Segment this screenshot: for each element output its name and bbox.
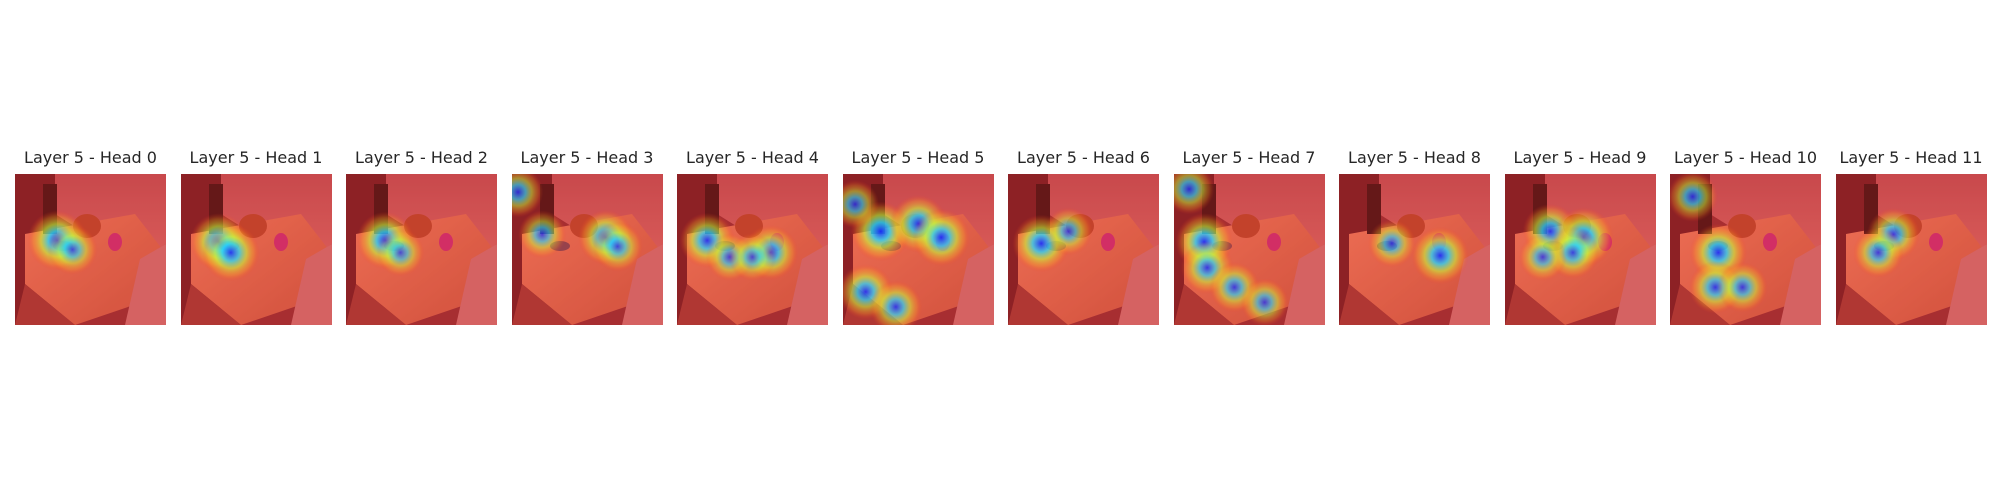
panel-title: Layer 5 - Head 8 [1348,148,1481,167]
attention-heatmap-overlay [15,174,166,325]
attention-heatmap-overlay [842,174,994,325]
table-front [677,284,737,325]
attention-heatmap-overlay [1339,174,1490,325]
cup [439,233,453,251]
panel-title: Layer 5 - Head 11 [1839,148,1983,167]
attention-hotspot [1367,219,1416,268]
table-front [1173,284,1234,325]
cup [1763,233,1777,251]
attention-hotspot [1852,227,1903,278]
panel-title: Layer 5 - Head 2 [355,148,488,167]
panel-title: Layer 5 - Head 10 [1673,148,1818,167]
attention-heatmap-overlay [511,174,663,325]
attention-hotspot [1240,278,1289,325]
panel-title: Layer 5 - Head 6 [1017,148,1150,167]
attention-hotspot [911,208,970,267]
cabinet [1614,244,1656,325]
attention-hotspot [1044,207,1093,256]
pot [1231,214,1260,238]
cabinet [787,244,828,325]
attention-hotspot [511,174,543,218]
robot-arm [1367,184,1381,234]
table-front [1835,284,1896,325]
panel-title: Layer 5 - Head 5 [851,148,985,167]
table-front [1008,284,1068,325]
attention-hotspot [517,210,566,259]
cabinet [1945,244,1987,325]
table-front [15,284,75,325]
attention-hotspot [201,223,260,282]
cabinet [125,244,166,325]
attention-heatmap-overlay [1670,174,1821,325]
attention-hotspot [1518,233,1567,282]
table-front [180,284,241,325]
attention-hotspot [1717,262,1768,313]
panel-title: Layer 5 - Head 4 [686,148,819,167]
table-front [1339,284,1399,325]
attention-heatmap-overlay [1173,174,1325,325]
cabinet [1780,244,1821,325]
panel-title: Layer 5 - Head 1 [189,148,323,167]
attention-hotspot [1173,174,1214,215]
attention-hotspot [592,221,643,272]
cup [1928,233,1943,251]
attention-heatmap-overlay [1504,174,1656,325]
cabinet [290,244,332,325]
panel-title: Layer 5 - Head 0 [24,148,157,167]
attention-hotspot [842,180,879,229]
cup [1101,233,1115,251]
table-front [346,284,406,325]
cabinet [1449,244,1490,325]
table-front [511,284,572,325]
attention-heatmap-overlay [180,174,332,325]
cup [108,233,122,251]
attention-hotspot [868,280,922,325]
panel-title: Layer 5 - Head 9 [1513,148,1647,167]
attention-heatmap-overlay [677,174,828,325]
table-front [1504,284,1565,325]
cup [273,233,288,251]
attention-heatmap-overlay [346,174,497,325]
cup [1266,233,1281,251]
attention-hotspot [376,228,425,277]
cabinet [1118,244,1159,325]
attention-hotspot [47,224,98,275]
attention-hotspot [1670,174,1718,222]
attention-hotspot [728,233,777,282]
panel-title: Layer 5 - Head 3 [520,148,654,167]
cabinet [456,244,497,325]
cabinet [1283,244,1325,325]
attention-heatmap-overlay [1835,174,1987,325]
panel-title: Layer 5 - Head 7 [1182,148,1316,167]
cabinet [621,244,663,325]
attention-heatmap-overlay [1008,174,1159,325]
attention-hotspot [1411,226,1469,285]
cabinet [952,244,994,325]
